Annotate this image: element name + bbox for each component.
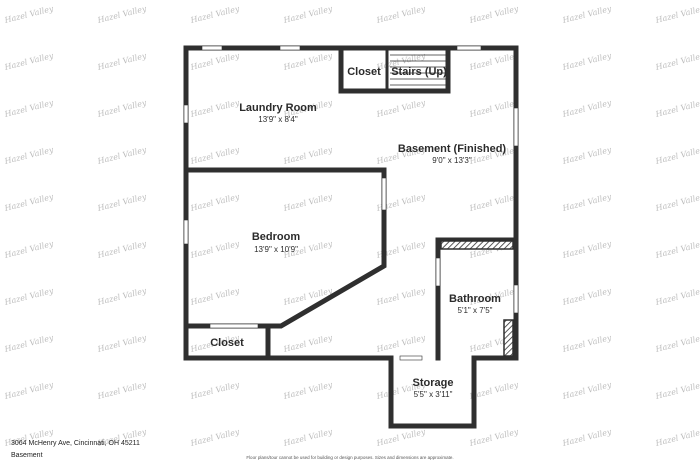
bathroom-fixture — [440, 240, 514, 250]
room-name: Storage — [413, 377, 454, 389]
floor-level-label: Basement — [11, 452, 43, 459]
windows — [183, 45, 519, 361]
window — [435, 257, 441, 287]
closet-stairs-wall — [338, 45, 451, 94]
room-dimensions: 9'0" x 13'3" — [432, 156, 472, 165]
room-name: Closet — [347, 66, 381, 78]
window — [183, 104, 189, 124]
room-dimensions: 13'9" x 10'9" — [254, 245, 298, 254]
room-dimensions: 5'1" x 7'5" — [458, 306, 493, 315]
window — [201, 45, 223, 51]
room-dimensions: 13'9" x 8'4" — [258, 115, 298, 124]
room-name: Stairs (Up) — [391, 66, 447, 78]
stairs-icon — [390, 54, 446, 86]
address-label: 3064 McHenry Ave, Cincinnati, OH 45211 — [11, 440, 140, 447]
room-dimensions: 5'5" x 3'11" — [414, 390, 453, 399]
room-labels: Laundry Room 13'9" x 8'4" Basement (Fini… — [210, 66, 506, 399]
window — [183, 219, 189, 245]
room-name: Bedroom — [252, 231, 301, 243]
window — [456, 45, 482, 51]
room-name: Laundry Room — [239, 102, 317, 114]
window — [399, 355, 423, 361]
disclaimer-text: Floor plans/tour cannot be used for buil… — [246, 455, 454, 460]
window — [279, 45, 301, 51]
window — [209, 323, 259, 329]
window — [381, 177, 387, 211]
room-name: Basement (Finished) — [398, 143, 507, 155]
exterior-wall — [183, 45, 519, 429]
window — [513, 284, 519, 314]
walls — [183, 45, 519, 429]
room-name: Bathroom — [449, 293, 501, 305]
room-name: Closet — [210, 337, 244, 349]
bathroom-fixture — [503, 319, 514, 357]
window — [513, 107, 519, 147]
bathroom-wall — [435, 237, 519, 361]
